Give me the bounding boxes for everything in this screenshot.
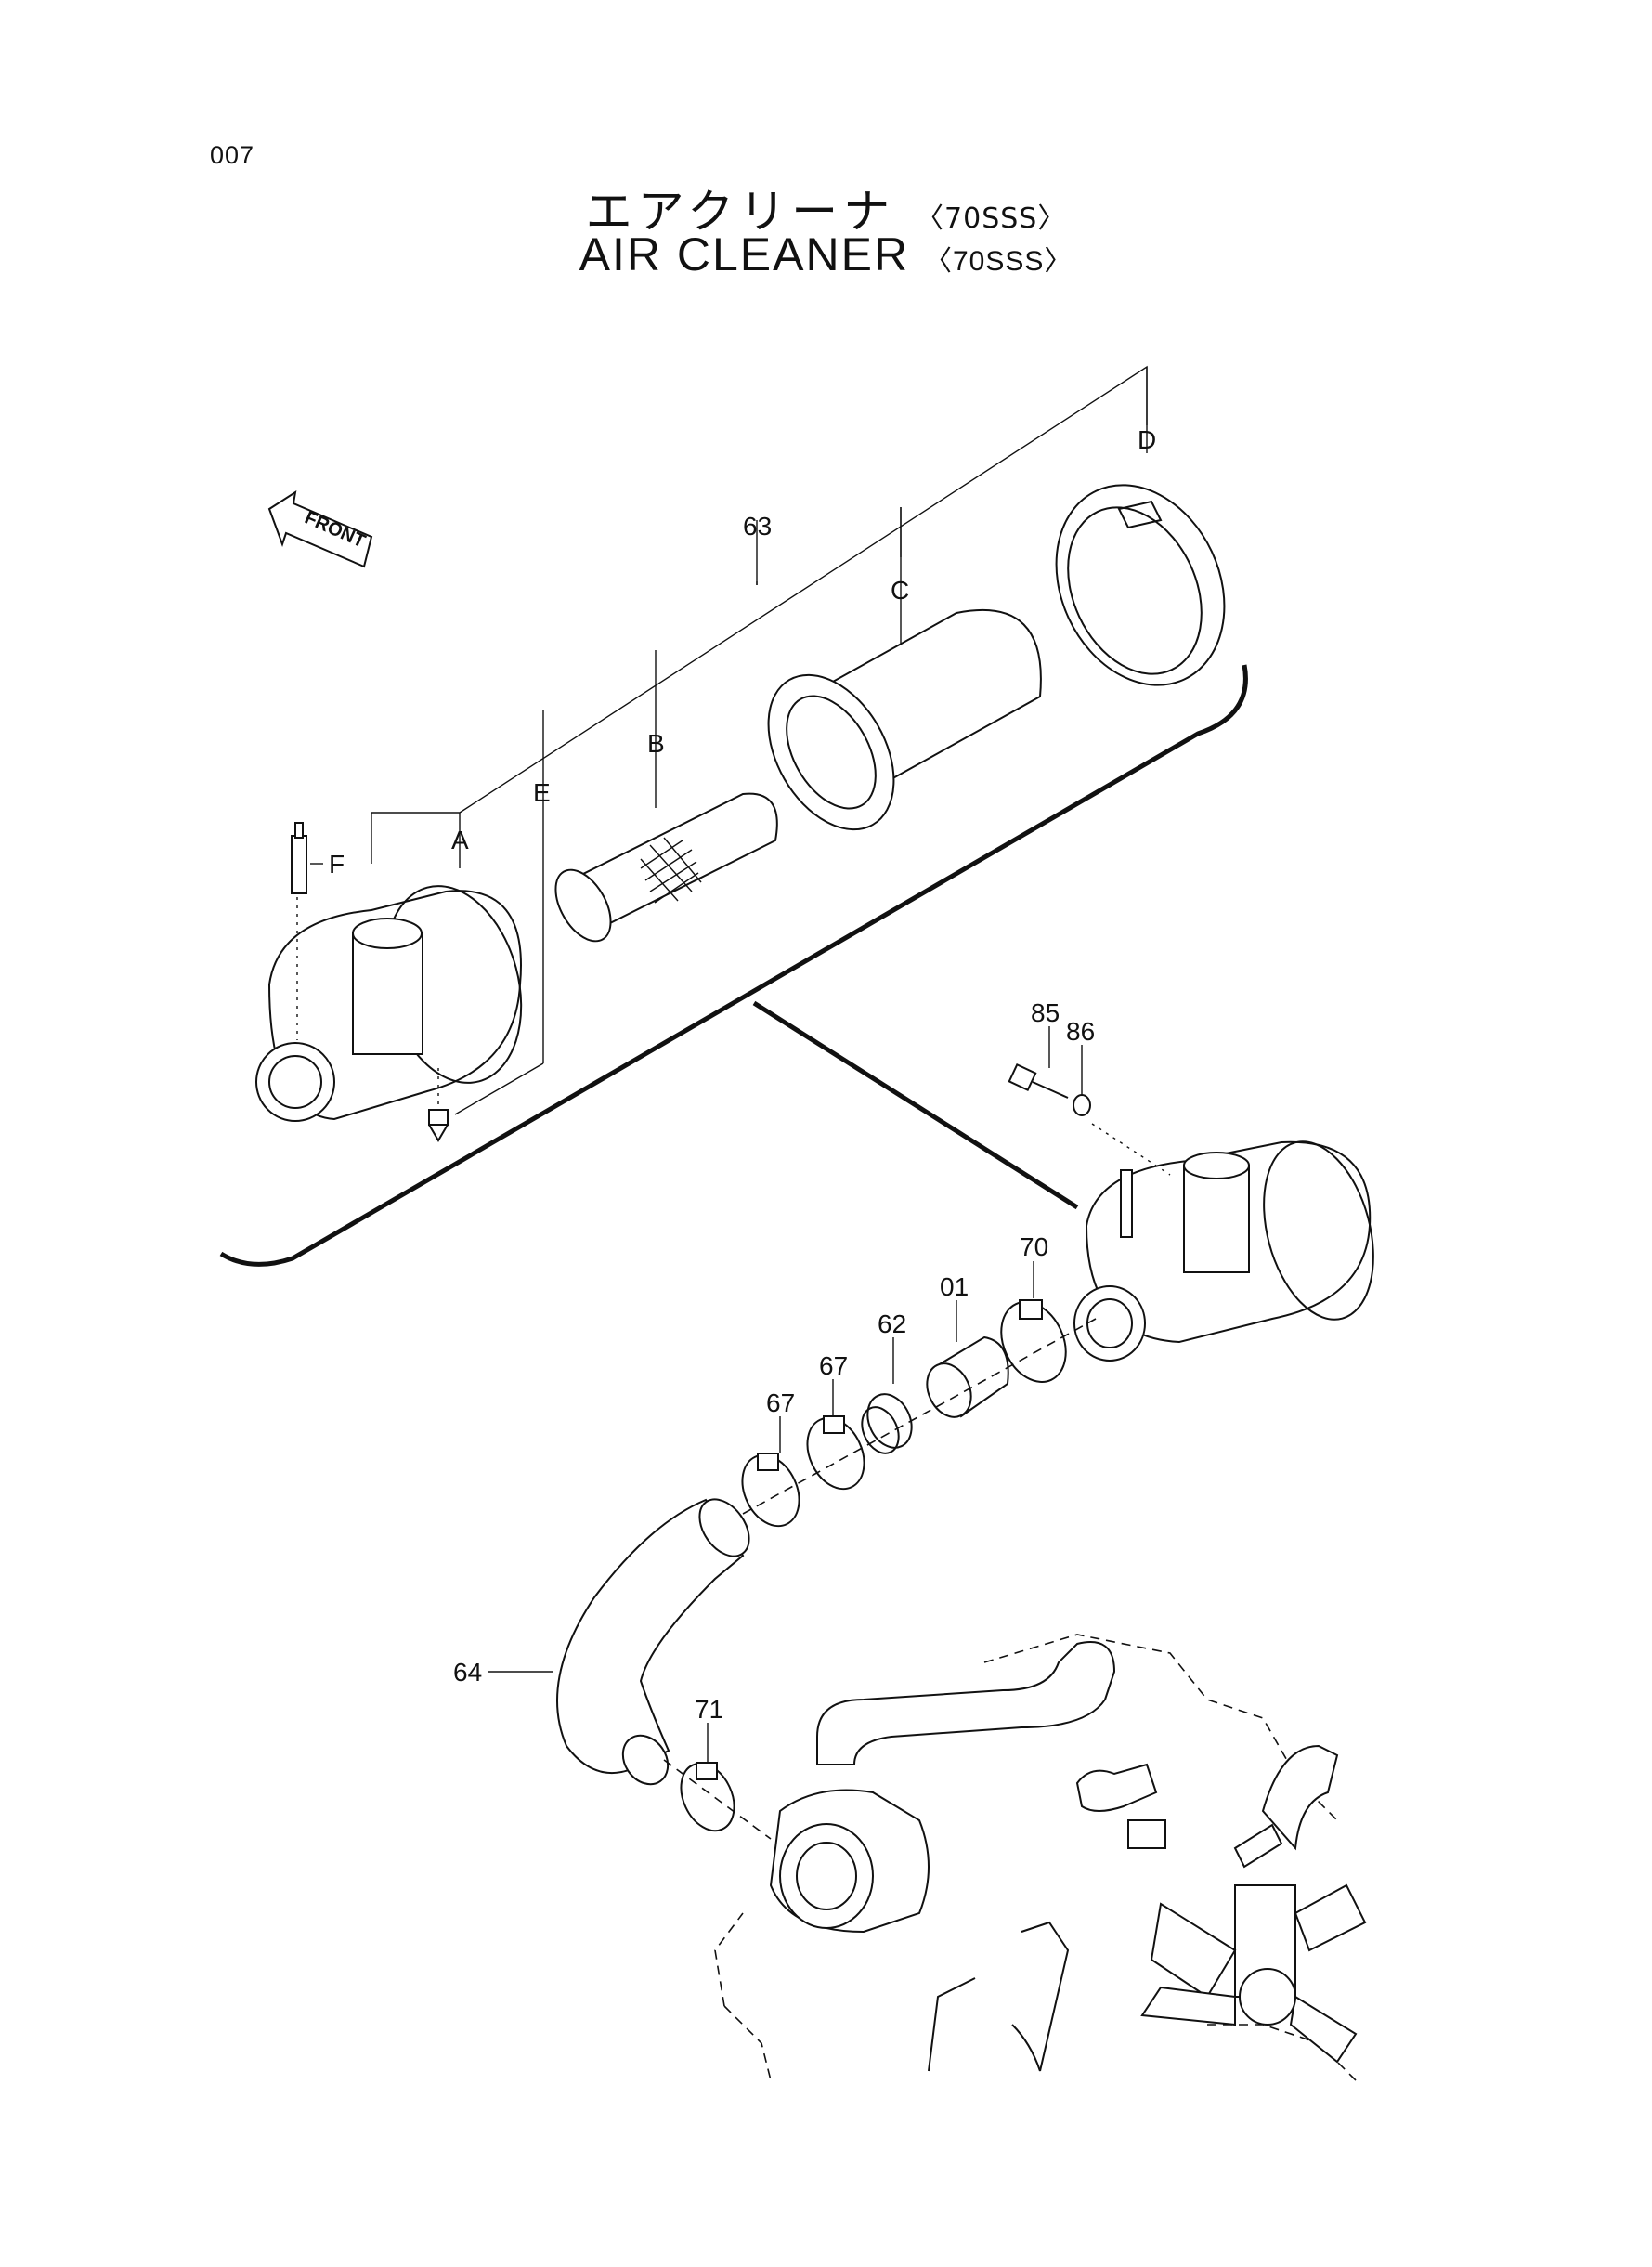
callout-B: B: [647, 729, 665, 758]
title-en-text: AIR CLEANER: [579, 228, 910, 280]
bolt-85: [1008, 1062, 1069, 1099]
adapter-01: [926, 1335, 1009, 1418]
centerline-lower: [663, 1759, 772, 1840]
callout-leader-tree: [371, 365, 1148, 1115]
callout-62: 62: [878, 1309, 906, 1338]
engine-outline: [714, 1634, 1367, 2081]
clamp-71: [680, 1762, 735, 1832]
callout-63: 63: [743, 512, 772, 541]
callout-86: 86: [1066, 1017, 1095, 1046]
callout-01: 01: [940, 1272, 969, 1301]
clamp-70: [1000, 1299, 1067, 1383]
subassembly-link-line: [752, 1000, 1079, 1210]
title-english: AIR CLEANER 〈70SSS〉: [0, 228, 1652, 281]
housing-A: [255, 864, 523, 1142]
title-jp-suffix: 〈70SSS〉: [916, 202, 1067, 235]
page-number: 007: [210, 141, 255, 169]
callout-70: 70: [1020, 1232, 1048, 1261]
front-arrow-icon: FRONT: [267, 489, 373, 568]
washer-86: [1073, 1094, 1091, 1116]
centerline-upper: [742, 1318, 1097, 1515]
clamp-67-a: [741, 1453, 800, 1528]
callout-67-a: 67: [766, 1388, 795, 1417]
subassembly-frame: [219, 664, 1248, 1267]
callout-85: 85: [1031, 998, 1060, 1027]
callout-71: 71: [695, 1695, 723, 1724]
title-jp-text: エアクリーナ: [585, 185, 896, 239]
callout-64: 64: [453, 1658, 482, 1687]
band-clamp-D: [1055, 484, 1226, 686]
assembled-air-cleaner: [1073, 1123, 1374, 1362]
ring-62: [861, 1393, 913, 1454]
title-en-suffix: 〈70SSS〉: [923, 246, 1073, 277]
title-japanese: エアクリーナ 〈70SSS〉: [0, 175, 1652, 241]
callout-E: E: [533, 778, 551, 807]
callout-67-b: 67: [819, 1351, 848, 1380]
callout-F: F: [329, 850, 345, 879]
dust-indicator-F: [291, 822, 323, 894]
clamp-67-b: [806, 1415, 865, 1491]
callout-D: D: [1138, 425, 1156, 454]
hose-64: [556, 1498, 750, 1786]
inner-element-B: [554, 792, 778, 943]
callout-A: A: [451, 826, 469, 854]
callout-C: C: [891, 576, 909, 605]
outer-element-C: [767, 608, 1042, 831]
